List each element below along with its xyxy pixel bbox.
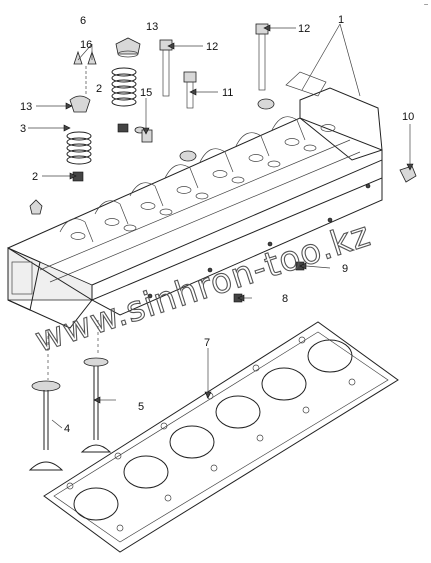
leader-arrowheads [63, 24, 414, 404]
callout-labels: 1 2 2 3 4 5 6 7 8 9 10 11 12 12 13 13 15… [20, 14, 414, 435]
callout-10: 10 [402, 111, 414, 123]
valves [28, 320, 112, 471]
callout-13-left: 13 [20, 101, 32, 113]
leader-lines [28, 23, 411, 429]
head-gasket [43, 321, 399, 553]
callout-6: 6 [80, 15, 86, 27]
callout-12-left: 12 [206, 41, 218, 53]
callout-9: 9 [342, 263, 348, 275]
callout-13-top: 13 [146, 21, 158, 33]
callout-3: 3 [20, 123, 26, 135]
callout-16: 16 [80, 39, 92, 51]
callout-2-lower: 2 [32, 171, 38, 183]
callout-5: 5 [138, 401, 144, 413]
callout-2-upper: 2 [96, 83, 102, 95]
page-corner-mark: – [424, 1, 428, 8]
callout-12-right: 12 [298, 23, 310, 35]
callout-8: 8 [282, 293, 288, 305]
exploded-valve-parts [29, 23, 417, 303]
callout-15: 15 [140, 87, 152, 99]
callout-11: 11 [222, 87, 233, 99]
callout-1: 1 [338, 14, 344, 26]
cylinder-head [7, 71, 383, 329]
callout-7: 7 [204, 337, 210, 349]
callout-4: 4 [64, 423, 70, 435]
